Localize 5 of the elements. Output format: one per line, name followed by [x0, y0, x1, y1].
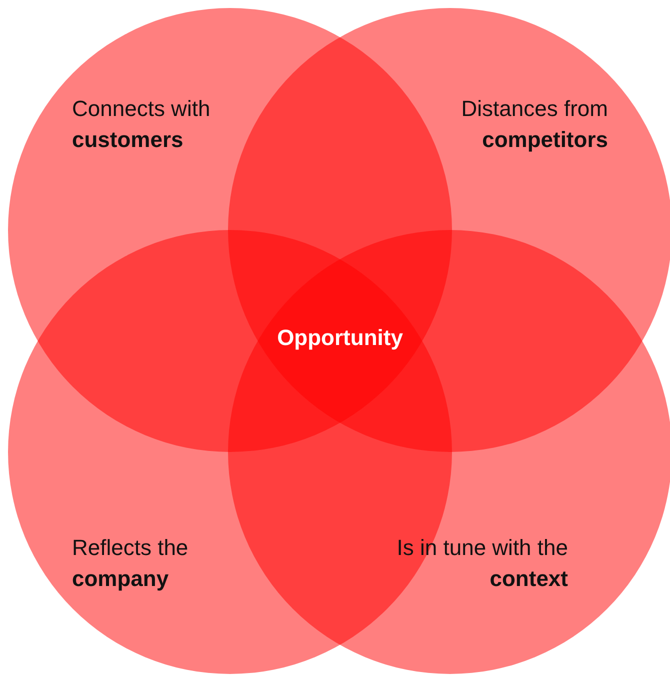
circle-label: Reflects the company [72, 534, 190, 593]
circle-label: Is in tune with the context [396, 534, 568, 593]
center-label: Opportunity [276, 325, 404, 351]
circle-label: Connects with customers [72, 95, 212, 154]
circle-label: Distances from competitors [460, 95, 608, 154]
